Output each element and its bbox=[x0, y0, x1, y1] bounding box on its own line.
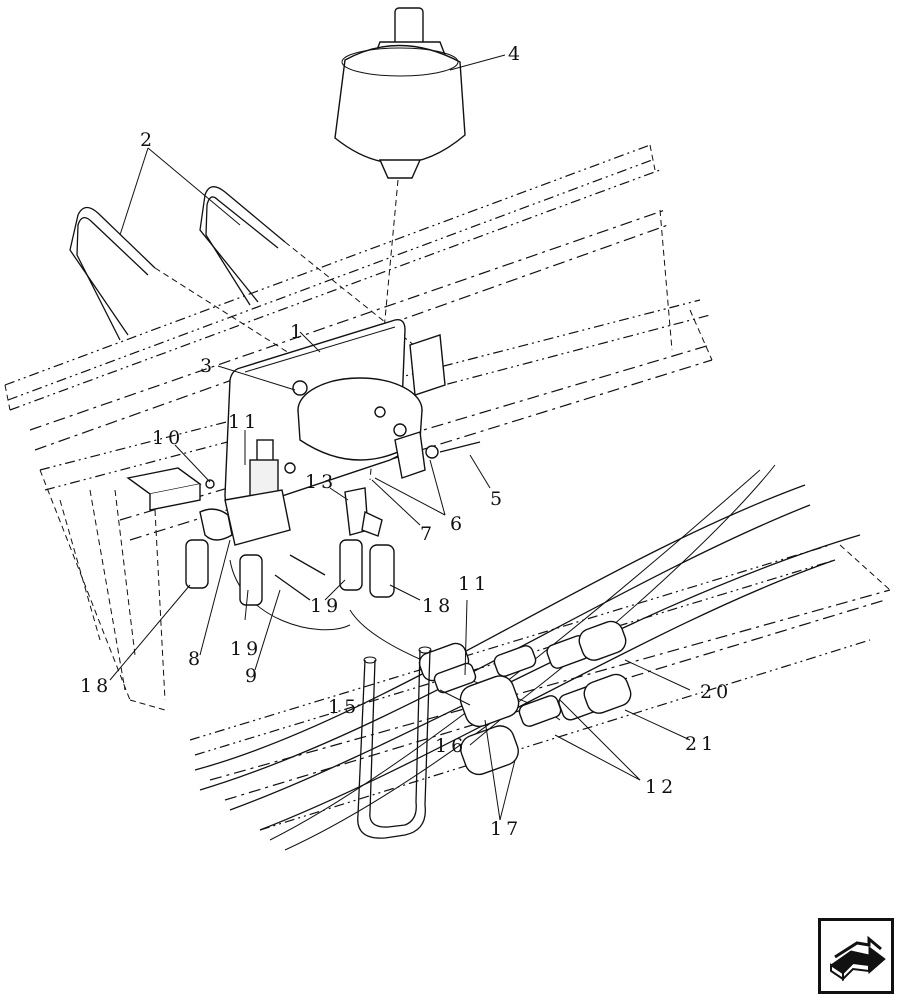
accumulator bbox=[334, 7, 466, 481]
callout-9: 9 bbox=[245, 665, 261, 687]
mounting-plate bbox=[126, 319, 481, 511]
return-navigation-button[interactable] bbox=[818, 918, 894, 994]
callout-18-left: 18 bbox=[80, 675, 112, 697]
callout-20: 20 bbox=[700, 681, 732, 703]
callout-1: 1 bbox=[290, 321, 306, 343]
callout-16: 16 bbox=[435, 735, 467, 757]
callout-8: 8 bbox=[188, 648, 204, 670]
callout-15: 15 bbox=[328, 696, 360, 718]
callout-13: 13 bbox=[305, 471, 337, 493]
callout-11-upper: 11 bbox=[228, 411, 260, 433]
frame-phantom-lines bbox=[4, 144, 891, 831]
callout-7: 7 bbox=[420, 523, 436, 545]
callout-4: 4 bbox=[508, 43, 524, 65]
callout-21: 21 bbox=[685, 733, 717, 755]
callout-5: 5 bbox=[490, 488, 506, 510]
hose-u-bolt bbox=[357, 646, 432, 839]
callout-6: 6 bbox=[450, 513, 466, 535]
callout-2: 2 bbox=[140, 129, 156, 151]
callouts: 4 2 1 3 11 10 13 5 6 7 11 19 18 19 8 9 1… bbox=[80, 43, 732, 840]
callout-19-left: 19 bbox=[230, 638, 262, 660]
valve-block bbox=[185, 439, 395, 606]
hose-fittings bbox=[418, 620, 632, 776]
callout-17: 17 bbox=[490, 818, 522, 840]
arrow-return-icon bbox=[830, 935, 886, 982]
callout-11-lower: 11 bbox=[458, 573, 490, 595]
callout-19-right: 19 bbox=[310, 595, 342, 617]
callout-3: 3 bbox=[200, 355, 216, 377]
callout-12: 12 bbox=[645, 776, 677, 798]
leader-lines bbox=[109, 54, 691, 821]
callout-18-right: 18 bbox=[422, 595, 454, 617]
callout-10: 10 bbox=[152, 427, 184, 449]
